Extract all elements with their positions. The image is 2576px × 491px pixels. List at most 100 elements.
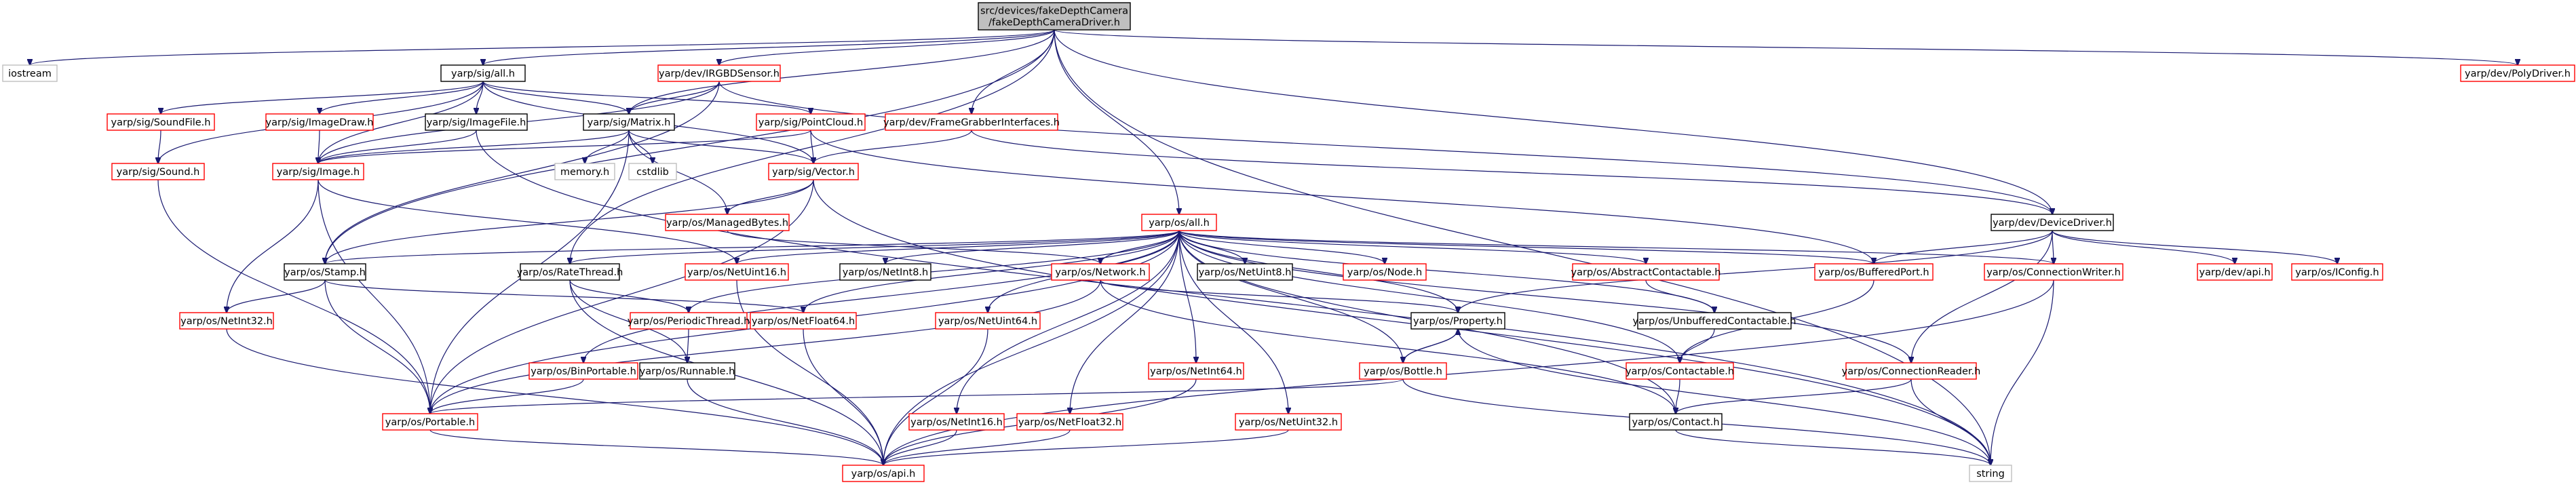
node-label: yarp/os/api.h <box>851 469 916 479</box>
node-soundfile[interactable]: yarp/sig/SoundFile.h <box>107 113 215 131</box>
node-label: yarp/os/Contact.h <box>1632 417 1719 428</box>
node-box <box>628 163 677 180</box>
edge-devicedriver-to-connectionwriter <box>2052 230 2054 264</box>
node-bufferedport[interactable]: yarp/os/BufferedPort.h <box>1814 263 1934 281</box>
node-runnable[interactable]: yarp/os/Runnable.h <box>639 362 735 380</box>
edge-devicedriver-to-connectionreader <box>1911 230 2053 363</box>
node-netfloat32[interactable]: yarp/os/NetFloat32.h <box>1016 413 1123 431</box>
node-property[interactable]: yarp/os/Property.h <box>1410 312 1505 330</box>
node-polydriver[interactable]: yarp/dev/PolyDriver.h <box>2460 64 2575 82</box>
edge-contactable-to-contact <box>1676 378 1680 414</box>
node-box <box>908 413 1005 431</box>
node-periodicthread[interactable]: yarp/os/PeriodicThread.h <box>628 312 750 330</box>
node-memory[interactable]: memory.h <box>554 163 615 180</box>
node-imagefile[interactable]: yarp/sig/ImageFile.h <box>425 113 528 131</box>
node-vector[interactable]: yarp/sig/Vector.h <box>768 163 859 180</box>
node-netint8[interactable]: yarp/os/NetInt8.h <box>839 263 931 281</box>
node-label: yarp/sig/ImageFile.h <box>427 117 526 128</box>
node-box <box>2291 263 2383 281</box>
node-netint32[interactable]: yarp/os/NetInt32.h <box>179 312 274 330</box>
edge-image-to-portable <box>318 179 430 414</box>
node-portable[interactable]: yarp/os/Portable.h <box>382 413 478 431</box>
node-label: yarp/os/Stamp.h <box>284 267 366 278</box>
node-box <box>520 263 620 281</box>
node-framegrabber[interactable]: yarp/dev/FrameGrabberInterfaces.h <box>883 113 1060 131</box>
node-bottle[interactable]: yarp/os/Bottle.h <box>1359 362 1447 380</box>
node-ratethread[interactable]: yarp/os/RateThread.h <box>517 263 623 281</box>
node-binportable[interactable]: yarp/os/BinPortable.h <box>528 362 638 380</box>
node-node[interactable]: yarp/os/Node.h <box>1343 263 1427 281</box>
node-box <box>1814 263 1934 281</box>
node-matrix[interactable]: yarp/sig/Matrix.h <box>583 113 675 131</box>
node-box <box>284 263 366 281</box>
node-managedbytes[interactable]: yarp/os/ManagedBytes.h <box>665 214 790 231</box>
node-label: yarp/os/ConnectionReader.h <box>1842 366 1981 377</box>
edge-sig_all-to-matrix <box>482 81 629 114</box>
node-imagedraw[interactable]: yarp/sig/ImageDraw.h <box>265 113 374 131</box>
node-netuint16[interactable]: yarp/os/NetUint16.h <box>685 263 789 281</box>
node-box <box>2197 263 2273 281</box>
node-label: string <box>1976 469 2005 479</box>
node-stamp[interactable]: yarp/os/Stamp.h <box>284 263 366 281</box>
node-box <box>1991 214 2114 231</box>
edge-netint16-to-os_api <box>883 429 957 465</box>
node-devicedriver[interactable]: yarp/dev/DeviceDriver.h <box>1991 214 2114 231</box>
edge-stamp-to-portable <box>324 279 430 414</box>
node-box <box>750 312 857 330</box>
edge-os_all-to-netuint16 <box>737 230 1180 264</box>
node-os_all[interactable]: yarp/os/all.h <box>1141 214 1217 231</box>
node-netuint8[interactable]: yarp/os/NetUint8.h <box>1197 263 1293 281</box>
node-devapi[interactable]: yarp/dev/api.h <box>2197 263 2273 281</box>
node-network[interactable]: yarp/os/Network.h <box>1051 263 1150 281</box>
node-label: yarp/os/Bottle.h <box>1364 366 1442 377</box>
node-abstractcontactable[interactable]: yarp/os/AbstractContactable.h <box>1571 263 1721 281</box>
node-image[interactable]: yarp/sig/Image.h <box>272 163 364 180</box>
node-netint16[interactable]: yarp/os/NetInt16.h <box>908 413 1005 431</box>
node-label: yarp/os/Node.h <box>1347 267 1422 278</box>
node-box <box>583 113 675 131</box>
node-box <box>1141 214 1217 231</box>
node-os_api[interactable]: yarp/os/api.h <box>842 465 925 482</box>
edge-netuint32-to-os_api <box>883 429 1289 465</box>
node-label: yarp/os/UnbufferedContactable.h <box>1633 316 1796 327</box>
node-iconfig[interactable]: yarp/os/IConfig.h <box>2291 263 2383 281</box>
edge-os_all-to-binportable <box>583 230 1180 363</box>
node-unbufferedcontactable[interactable]: yarp/os/UnbufferedContactable.h <box>1633 312 1796 330</box>
node-label: yarp/dev/DeviceDriver.h <box>1993 218 2112 229</box>
edge-root-to-devicedriver <box>1054 29 2052 214</box>
node-iostream[interactable]: iostream <box>2 64 58 82</box>
edge-root-to-sig_all <box>483 29 1055 65</box>
node-netint64[interactable]: yarp/os/NetInt64.h <box>1148 362 1244 380</box>
node-netfloat64[interactable]: yarp/os/NetFloat64.h <box>750 312 857 330</box>
edge-image-to-netint32 <box>227 179 319 313</box>
node-label: yarp/sig/ImageDraw.h <box>266 117 374 128</box>
node-contactable[interactable]: yarp/os/Contactable.h <box>1626 362 1734 380</box>
node-label: yarp/sig/all.h <box>451 68 515 79</box>
node-box <box>1626 362 1734 380</box>
nodes-layer: src/devices/fakeDepthCamera/fakeDepthCam… <box>2 2 2575 482</box>
node-netuint32[interactable]: yarp/os/NetUint32.h <box>1235 413 1342 431</box>
node-label: yarp/os/NetUint16.h <box>687 267 786 278</box>
node-sig_all[interactable]: yarp/sig/all.h <box>440 64 526 82</box>
node-rgbd[interactable]: yarp/dev/IRGBDSensor.h <box>657 64 781 82</box>
node-netuint64[interactable]: yarp/os/NetUint64.h <box>935 312 1041 330</box>
node-contact[interactable]: yarp/os/Contact.h <box>1629 413 1723 431</box>
node-root[interactable]: src/devices/fakeDepthCamera/fakeDepthCam… <box>978 2 1131 31</box>
edge-bottle-to-portable <box>430 378 1404 414</box>
node-string[interactable]: string <box>1969 465 2012 482</box>
edge-netfloat32-to-os_api <box>883 429 1071 465</box>
edge-connectionreader-to-string <box>1910 378 1991 465</box>
node-sound[interactable]: yarp/sig/Sound.h <box>111 163 205 180</box>
node-connectionreader[interactable]: yarp/os/ConnectionReader.h <box>1842 362 1981 380</box>
node-label: yarp/os/NetInt64.h <box>1150 366 1242 377</box>
node-pointcloud[interactable]: yarp/sig/PointCloud.h <box>756 113 866 131</box>
node-label: yarp/sig/Matrix.h <box>588 117 671 128</box>
node-box <box>630 312 748 330</box>
edge-devicedriver-to-property <box>1458 230 2053 313</box>
node-connectionwriter[interactable]: yarp/os/ConnectionWriter.h <box>1984 263 2123 281</box>
edge-framegrabber-to-devicedriver <box>971 130 2052 214</box>
node-cstdlib[interactable]: cstdlib <box>628 163 677 180</box>
node-box <box>1051 263 1150 281</box>
edge-root-to-polydriver <box>1054 29 2518 65</box>
node-box <box>440 64 526 82</box>
